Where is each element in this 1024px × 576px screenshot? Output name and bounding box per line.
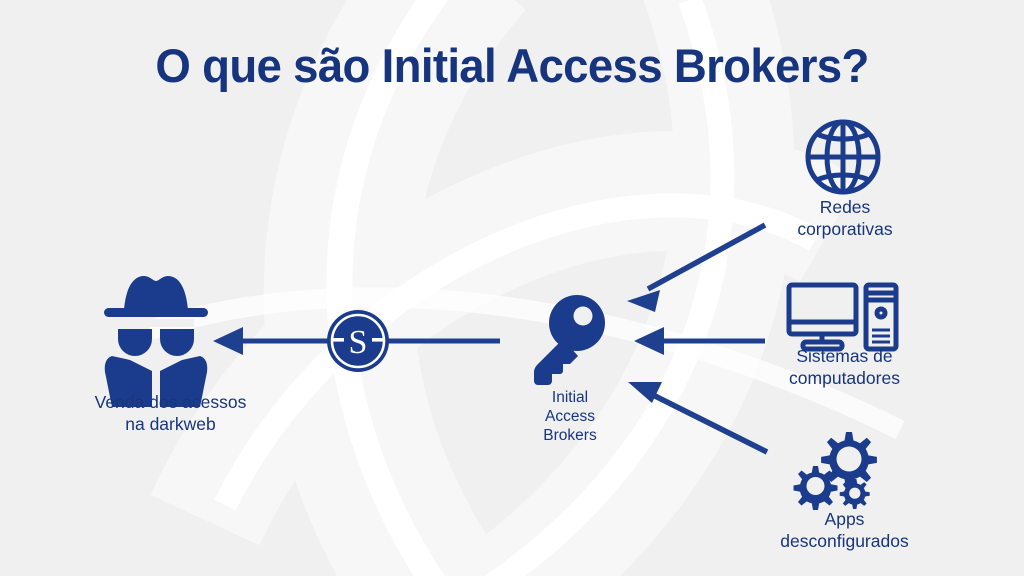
label-apps-desconfigurados: Apps desconfigurados: [780, 509, 909, 551]
label-sistemas-computadores: Sistemas de computadores: [789, 346, 900, 388]
page-title: O que são Initial Access Brokers?: [155, 39, 869, 92]
dollar-coin-icon: S: [327, 310, 389, 372]
arrow-redes-to-key: [627, 222, 767, 312]
hacker-icon: [104, 276, 208, 407]
arrow-sistemas-to-key: [634, 327, 765, 355]
gears-icon: [793, 432, 877, 510]
svg-text:S: S: [349, 324, 368, 361]
globe-icon: [805, 119, 881, 195]
key-icon: [533, 295, 605, 385]
label-venda-darkweb: Venda dos acessos na darkweb: [94, 392, 247, 434]
desktop-computer-icon: [786, 282, 899, 352]
arrow-apps-to-key: [628, 382, 769, 455]
label-initial-access-brokers: Initial Access Brokers: [543, 389, 597, 444]
label-redes-corporativas: Redes corporativas: [797, 197, 893, 239]
